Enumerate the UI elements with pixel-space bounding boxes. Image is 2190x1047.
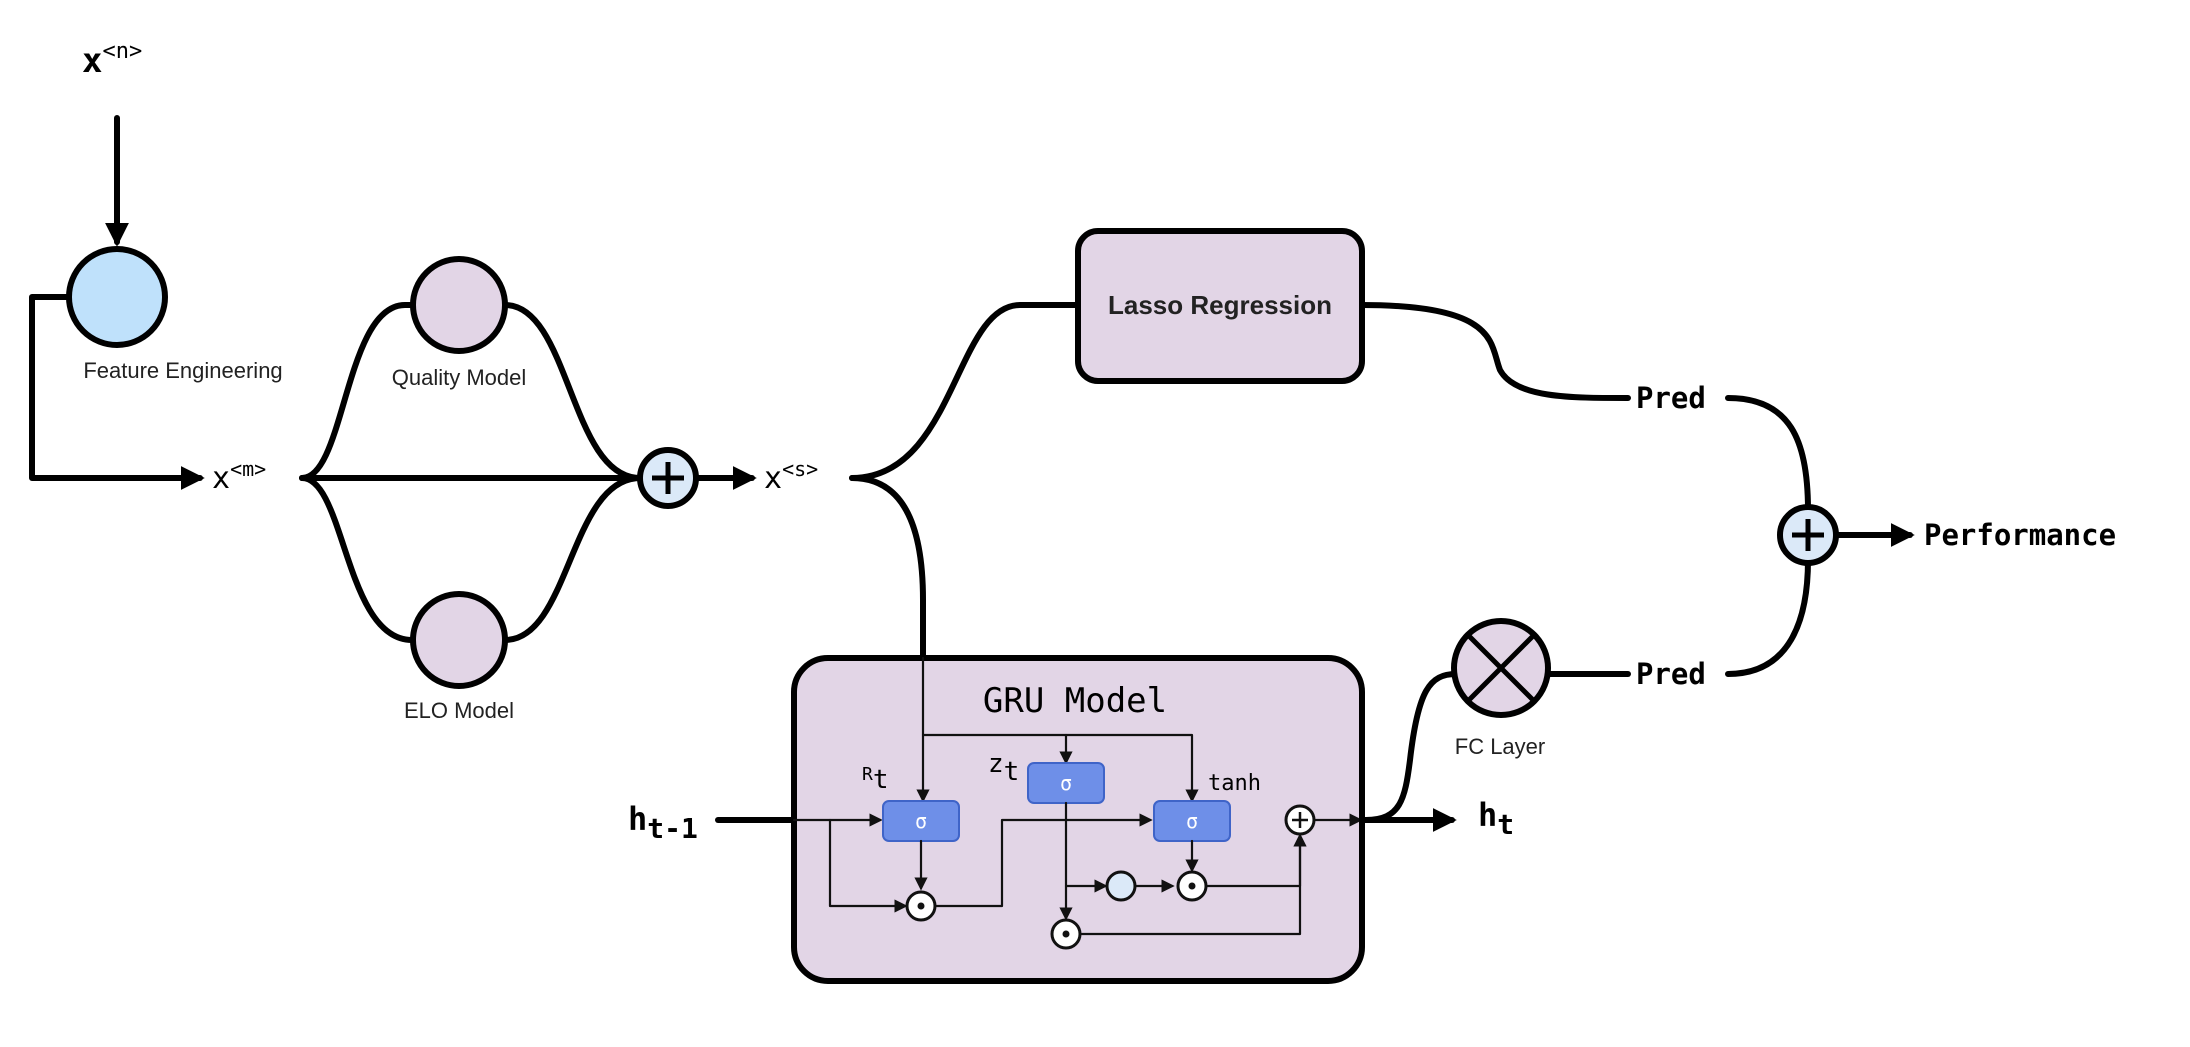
feature-engineering-node: [66, 246, 168, 348]
fc-layer-label: FC Layer: [1455, 734, 1545, 759]
concat-sum-plus-icon: [652, 462, 684, 494]
input-x-n-label: x<n>: [82, 39, 142, 81]
input-x-m-label: x<m>: [212, 457, 266, 496]
input-x-s-label: x<s>: [764, 457, 818, 496]
output-sum-plus-icon: [1792, 519, 1824, 551]
quality-model-node: [410, 256, 508, 354]
pred-top-label: Pred: [1636, 381, 1706, 415]
performance-label: Performance: [1924, 518, 2116, 552]
quality-model-label: Quality Model: [392, 365, 527, 390]
gru-to-fc-wire: [1363, 671, 1459, 823]
update-mult-dot-icon: [1062, 930, 1070, 938]
update-gate-symbol: σ: [1060, 771, 1072, 795]
one-minus-node: [1105, 870, 1137, 902]
pred-top-to-sum-wire: [1725, 395, 1811, 513]
reset-mult-dot-icon: [917, 902, 925, 910]
feature-engineering-label: Feature Engineering: [83, 358, 282, 383]
feature-to-xm-wire: [29, 294, 205, 490]
tanh-label: tanh: [1208, 771, 1261, 796]
r-gate-label: Rt: [862, 764, 889, 795]
xs-to-gru-wire: [849, 475, 926, 661]
elo-model-label: ELO Model: [404, 698, 514, 723]
elo-model-node: [410, 591, 508, 689]
branch-elo-out-wire: [502, 475, 643, 643]
hidden-sum-plus-icon: [1292, 812, 1308, 828]
lasso-to-pred-wire: [1359, 302, 1631, 401]
branch-quality-out-wire: [502, 302, 643, 481]
candidate-mult-to-sum: [1204, 833, 1307, 888]
xs-to-z-gate-wire: [921, 733, 1199, 803]
h-next-label: ht: [1478, 796, 1514, 841]
fc-layer-cross-icon: [1466, 633, 1536, 703]
gru-model-title: GRU Model: [983, 681, 1167, 721]
lasso-regression-label: Lasso Regression: [1108, 290, 1332, 320]
reset-mult-to-tanh: [933, 813, 1153, 908]
reset-gate-symbol: σ: [915, 809, 927, 833]
h-prev-to-reset-mult: [828, 818, 908, 913]
candidate-gate-symbol: σ: [1186, 809, 1198, 833]
h-prev-label: ht-1: [628, 800, 698, 845]
pred-bottom-to-sum-wire: [1725, 557, 1811, 677]
z-gate-label: zt: [988, 749, 1019, 787]
pred-bottom-label: Pred: [1636, 657, 1706, 691]
xs-to-lasso-wire: [849, 302, 1081, 481]
branch-quality-wire: [299, 302, 415, 481]
candidate-mult-dot-icon: [1188, 882, 1196, 890]
branch-elo-wire: [299, 475, 415, 643]
